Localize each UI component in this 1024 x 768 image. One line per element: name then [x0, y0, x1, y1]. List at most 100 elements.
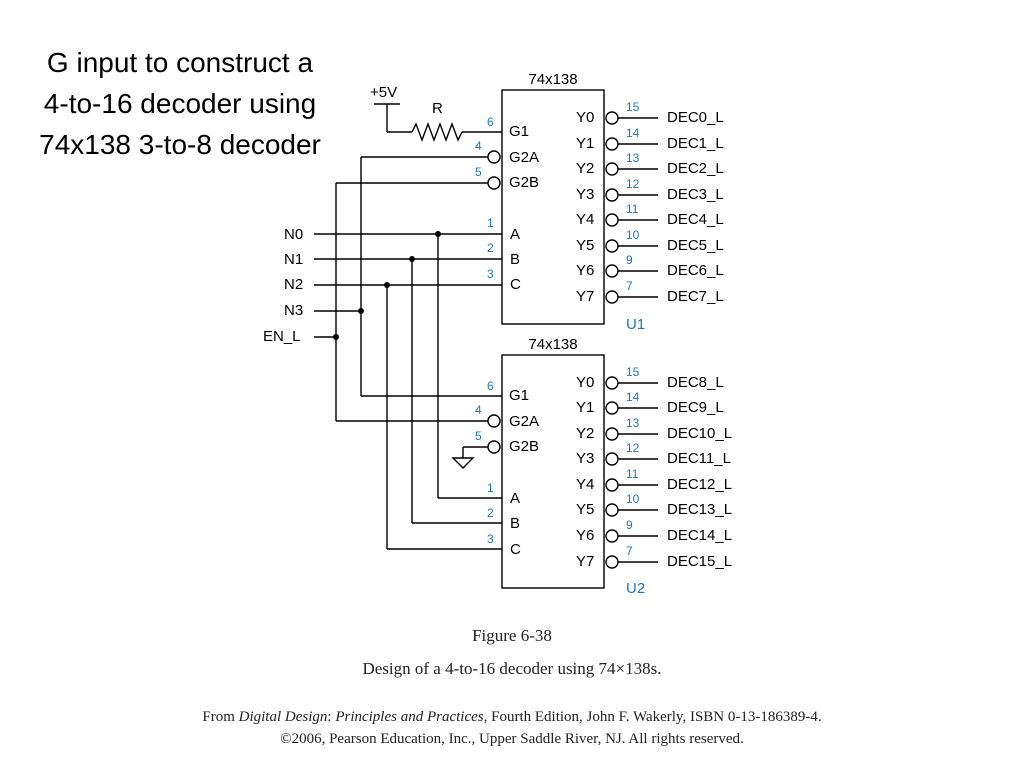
u2-y4-bubble	[605, 478, 619, 492]
u1-out-y5: Y5	[576, 237, 594, 254]
decoder-schematic: +5V R 74x138 U1 G1 G2A G2B 6 4 5 A B C 1…	[263, 71, 732, 597]
u2-pinnum-y7: 7	[626, 544, 633, 558]
u2-pinnum-g2a: 4	[475, 403, 482, 417]
u2-pinnum-y1: 14	[626, 390, 640, 404]
u2-out-y1: Y1	[576, 399, 594, 416]
u2-pinnum-y3: 12	[626, 441, 640, 455]
u2-signal-0: DEC8_L	[667, 374, 724, 391]
power-supply: +5V	[370, 84, 412, 133]
u1-pin-c: C	[510, 276, 521, 293]
u1-pin-g2b: G2B	[509, 174, 539, 191]
input-n0-label: N0	[284, 226, 303, 243]
u1-out-y7: Y7	[576, 288, 594, 305]
u2-signal-1: DEC9_L	[667, 399, 724, 416]
u1-signal-2: DEC2_L	[667, 160, 724, 177]
u1-out-y2: Y2	[576, 160, 594, 177]
u1-g2b-bubble	[487, 176, 501, 190]
u1-pinnum-y0: 15	[626, 100, 640, 114]
credit-details: , Fourth Edition, John F. Wakerly, ISBN …	[483, 709, 822, 725]
copyright-notice: ©2006, Pearson Education, Inc., Upper Sa…	[280, 731, 744, 747]
u1-pinnum-g1: 6	[487, 115, 494, 129]
resistor-label: R	[432, 100, 443, 117]
supply-label: +5V	[370, 84, 397, 101]
u1-y7-bubble	[605, 290, 619, 304]
wiring	[314, 156, 502, 550]
u2-pinnum-y2: 13	[626, 416, 640, 430]
title-line-2: 4-to-16 decoder using	[43, 88, 317, 119]
u1-pinnum-c: 3	[487, 267, 494, 281]
u2-y7-bubble	[605, 555, 619, 569]
u2-pinnum-b: 2	[487, 506, 494, 520]
u2-y5-bubble	[605, 503, 619, 517]
u2-signal-4: DEC12_L	[667, 476, 732, 493]
u1-pin-g1: G1	[509, 123, 529, 140]
u2-pinnum-y6: 9	[626, 518, 633, 532]
chip-u1: 74x138 U1 G1 G2A G2B 6 4 5 A B C 1 2 3 Y…	[475, 71, 724, 333]
u1-pinnum-g2b: 5	[475, 165, 482, 179]
u1-signal-3: DEC3_L	[667, 186, 724, 203]
u1-y0-bubble	[605, 111, 619, 125]
u1-pinnum-y2: 13	[626, 151, 640, 165]
u2-y3-bubble	[605, 452, 619, 466]
u2-out-y0: Y0	[576, 374, 594, 391]
u2-pin-g1: G1	[509, 387, 529, 404]
u1-out-y6: Y6	[576, 262, 594, 279]
u1-pinnum-b: 2	[487, 241, 494, 255]
u1-pinnum-y1: 14	[626, 126, 640, 140]
input-en-label: EN_L	[263, 328, 301, 345]
credit-book-subtitle: Principles and Practices	[335, 709, 484, 725]
u2-pinnum-y4: 11	[626, 467, 639, 481]
u1-pinnum-y5: 10	[626, 228, 640, 242]
u1-y3-bubble	[605, 188, 619, 202]
u1-pinnum-y6: 9	[626, 253, 633, 267]
u2-pin-g2b: G2B	[509, 438, 539, 455]
u2-pinnum-a: 1	[487, 481, 494, 495]
u1-pin-a: A	[510, 226, 520, 243]
u1-out-y3: Y3	[576, 186, 594, 203]
u2-pinnum-y5: 10	[626, 492, 640, 506]
u2-pin-c: C	[510, 541, 521, 558]
u1-out-y4: Y4	[576, 211, 594, 228]
u2-signal-7: DEC15_L	[667, 553, 732, 570]
u2-out-y4: Y4	[576, 476, 594, 493]
figure-description: Design of a 4-to-16 decoder using 74×138…	[362, 659, 662, 678]
u1-pin-b: B	[510, 251, 520, 268]
u2-pinnum-g2b: 5	[475, 429, 482, 443]
u2-out-y7: Y7	[576, 553, 594, 570]
junction-dots	[333, 231, 441, 340]
u2-signal-5: DEC13_L	[667, 501, 732, 518]
u1-pinnum-a: 1	[487, 216, 494, 230]
u1-out-y0: Y0	[576, 109, 594, 126]
u2-y2-bubble	[605, 427, 619, 441]
u2-signal-2: DEC10_L	[667, 425, 732, 442]
u2-signal-6: DEC14_L	[667, 527, 732, 544]
u1-out-y1: Y1	[576, 135, 594, 152]
u2-out-y6: Y6	[576, 527, 594, 544]
input-n1-label: N1	[284, 251, 303, 268]
u2-g2a-bubble	[487, 414, 501, 428]
credit-colon: :	[327, 709, 336, 725]
u1-pinnum-y7: 7	[626, 279, 633, 293]
slide-title: G input to construct a 4-to-16 decoder u…	[0, 42, 360, 165]
u1-y5-bubble	[605, 239, 619, 253]
u1-pinnum-y3: 12	[626, 177, 640, 191]
chip-u1-body	[501, 89, 605, 325]
u1-signal-7: DEC7_L	[667, 288, 724, 305]
u2-pinnum-c: 3	[487, 532, 494, 546]
title-line-3: 74x138 3-to-8 decoder	[39, 129, 321, 160]
u1-y4-bubble	[605, 213, 619, 227]
u2-y0-bubble	[605, 376, 619, 390]
u2-y6-bubble	[605, 529, 619, 543]
source-credit: From Digital Design: Principles and Prac…	[0, 709, 1024, 726]
u1-signal-6: DEC6_L	[667, 262, 724, 279]
u2-pinnum-y0: 15	[626, 365, 640, 379]
u2-out-y5: Y5	[576, 501, 594, 518]
u2-pin-a: A	[510, 490, 520, 507]
u2-out-y3: Y3	[576, 450, 594, 467]
u2-pin-g2a: G2A	[509, 413, 539, 430]
u2-signal-3: DEC11_L	[667, 450, 731, 467]
u2-g2b-bubble	[487, 440, 501, 454]
u1-y1-bubble	[605, 137, 619, 151]
u1-pinnum-y4: 11	[626, 202, 639, 216]
chip-u2-unit: U2	[626, 580, 645, 597]
